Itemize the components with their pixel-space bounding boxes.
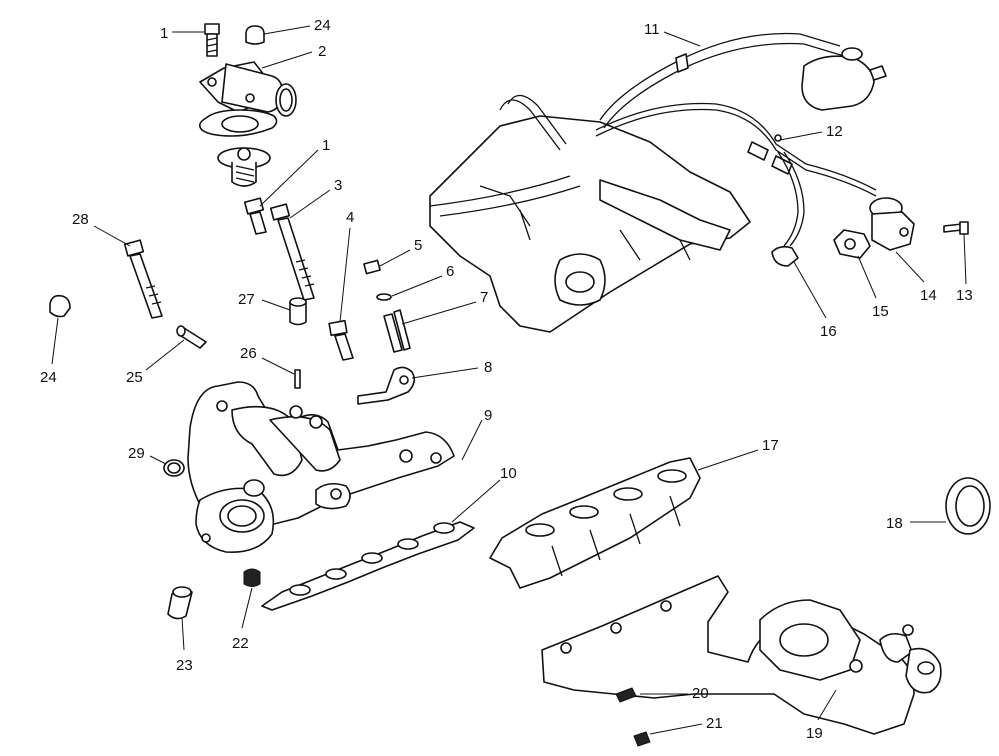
plug-part-24-top [245, 25, 265, 45]
sensor-part-16 [771, 151, 805, 267]
callout-25: 25 [126, 369, 143, 386]
callout-11: 11 [644, 21, 660, 38]
leader-lines [51, 25, 967, 735]
gasket-part-15 [833, 229, 871, 259]
cap-part-27 [289, 297, 307, 326]
callout-19: 19 [806, 725, 823, 742]
thermostat-housing-part-2 [199, 61, 297, 117]
callout-6: 6 [446, 263, 454, 280]
bolt-part-1-top [204, 23, 220, 57]
engine-block-assembly [429, 94, 751, 333]
manifold-gasket-part-10 [261, 521, 475, 611]
housing-gasket [198, 109, 278, 137]
callout-2: 2 [318, 43, 326, 60]
exhaust-manifold-part-19 [541, 575, 942, 735]
callout-28: 28 [72, 211, 89, 228]
callout-21: 21 [706, 715, 723, 732]
bracket-part-8 [357, 366, 416, 405]
manifold-gasket-part-17 [489, 457, 701, 589]
callout-24-top: 24 [314, 17, 331, 34]
egr-valve-part-14 [869, 197, 915, 251]
callout-14: 14 [920, 287, 937, 304]
callout-15: 15 [872, 303, 889, 320]
callout-16: 16 [820, 323, 837, 340]
callout-9: 9 [484, 407, 492, 424]
callout-13: 13 [956, 287, 973, 304]
pipe-part-7 [383, 309, 411, 353]
seal-ring-part-18 [945, 477, 991, 535]
long-bolt-part-28 [123, 239, 163, 319]
callout-1-mid: 1 [322, 137, 330, 154]
nut-part-5 [363, 259, 381, 275]
ring-part-29 [163, 459, 185, 477]
callout-20: 20 [692, 685, 709, 702]
canister-valve [801, 47, 887, 111]
callout-27: 27 [238, 291, 255, 308]
callout-10: 10 [500, 465, 517, 482]
callout-23: 23 [176, 657, 193, 674]
bolt-part-4 [328, 319, 354, 361]
callout-22: 22 [232, 635, 249, 652]
ring-part-6 [376, 293, 392, 301]
nut-part-21 [633, 731, 651, 747]
callout-labels: 1 24 2 1 3 4 5 6 7 8 9 10 11 12 13 14 15… [40, 17, 973, 742]
intake-manifold-part-9 [187, 381, 455, 553]
bolt-part-13 [943, 221, 969, 235]
callout-5: 5 [414, 237, 422, 254]
stud-part-20 [615, 687, 637, 703]
thermostat-valve [217, 147, 271, 187]
plug-part-24-left [49, 294, 71, 318]
pin-part-25 [176, 325, 207, 349]
callout-12: 12 [826, 123, 843, 140]
sleeve-part-23 [167, 586, 193, 620]
plug-part-22 [243, 568, 261, 587]
callout-7: 7 [480, 289, 488, 306]
vacuum-line-part-12 [595, 102, 877, 197]
vacuum-hose-part-11 [599, 32, 845, 129]
callout-3: 3 [334, 177, 342, 194]
callout-26: 26 [240, 345, 257, 362]
callout-18: 18 [886, 515, 903, 532]
callout-4: 4 [346, 209, 354, 226]
callout-8: 8 [484, 359, 492, 376]
callout-1-top: 1 [160, 25, 168, 42]
long-bolt-part-3 [269, 203, 315, 301]
callout-29: 29 [128, 445, 145, 462]
callout-17: 17 [762, 437, 779, 454]
callout-24-left: 24 [40, 369, 57, 386]
pin-part-26 [294, 369, 301, 389]
